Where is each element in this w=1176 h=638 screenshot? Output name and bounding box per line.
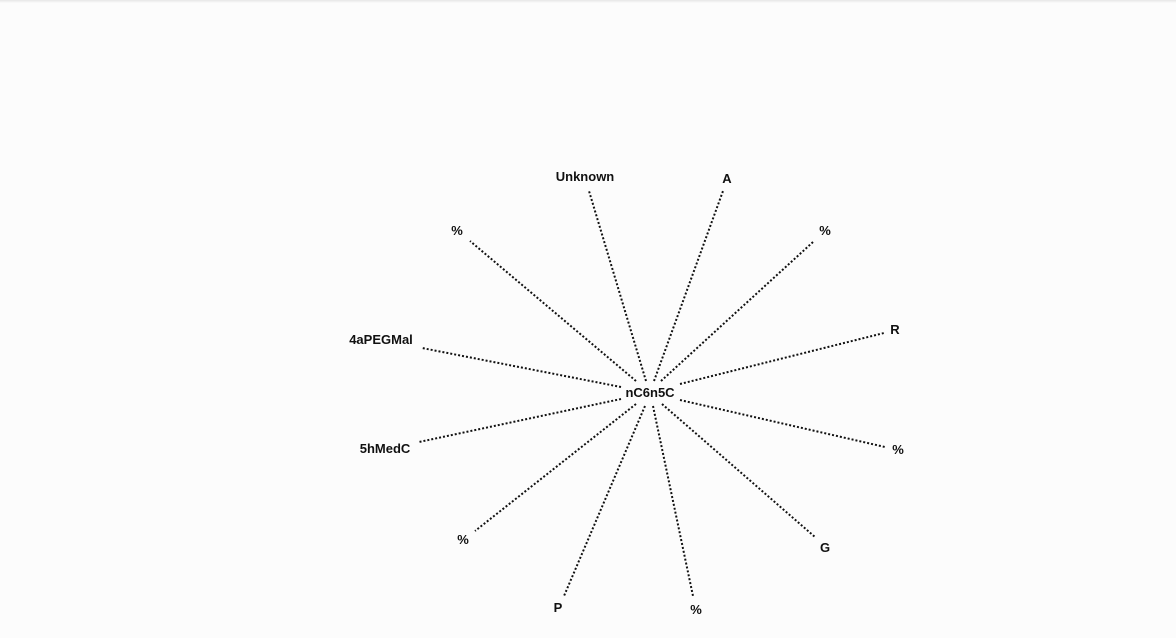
edge-n-pct-top-right <box>660 241 814 382</box>
node-unknown[interactable]: Unknown <box>556 169 615 184</box>
node-4apegmal[interactable]: 4aPEGMal <box>349 332 413 347</box>
edge-n-4apegmal <box>421 347 622 388</box>
node-center[interactable]: nC6n5C <box>625 385 675 400</box>
edge-n-p <box>563 405 646 597</box>
edge-n-pct-bottom <box>652 405 694 597</box>
node-pct-bottom-left[interactable]: % <box>457 532 469 547</box>
edge-layer <box>418 190 886 597</box>
top-shadow-bar <box>0 0 1176 3</box>
edge-n-5hmedc <box>418 398 622 443</box>
node-a[interactable]: A <box>722 171 732 186</box>
edge-n-r <box>679 332 885 385</box>
edge-n-g <box>661 403 816 538</box>
node-g[interactable]: G <box>820 540 830 555</box>
edge-n-pct-right <box>679 399 886 448</box>
label-layer: nC6n5C Unknown A % R % G % P % 5hMedC 4a… <box>349 169 904 617</box>
edge-n-pct-bottom-left <box>474 403 637 532</box>
edge-n-a <box>653 190 724 382</box>
node-pct-top-left[interactable]: % <box>451 223 463 238</box>
edge-n-pct-top-left <box>469 240 637 382</box>
node-pct-right[interactable]: % <box>892 442 904 457</box>
edge-n-unknown <box>588 190 647 382</box>
node-pct-top-right[interactable]: % <box>819 223 831 238</box>
node-5hmedc[interactable]: 5hMedC <box>360 441 411 456</box>
node-p[interactable]: P <box>554 600 563 615</box>
node-pct-bottom[interactable]: % <box>690 602 702 617</box>
node-r[interactable]: R <box>890 322 900 337</box>
